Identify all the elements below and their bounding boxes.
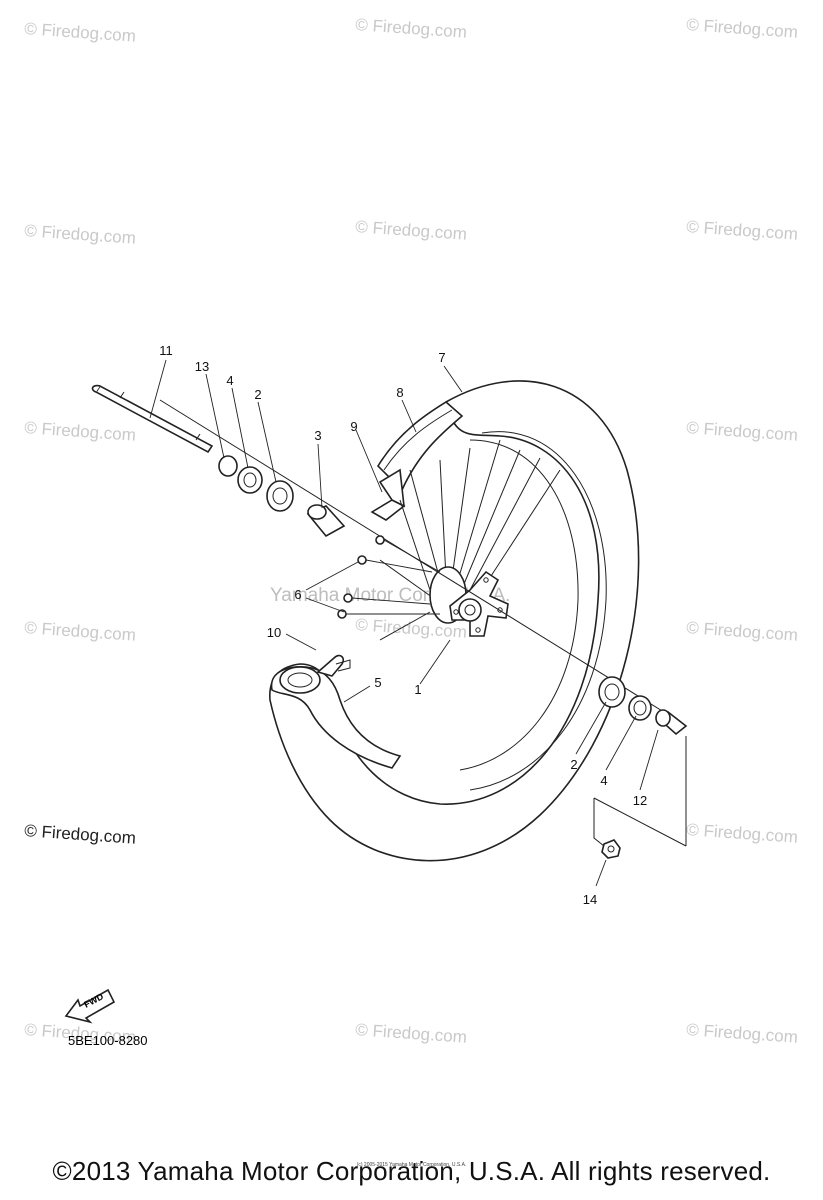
callout-6: 6 [294,587,301,602]
callout-4-left: 4 [226,373,233,388]
callout-1: 1 [414,682,421,697]
callout-2-left: 2 [254,387,261,402]
part-13-collar [218,455,238,477]
part-10-valve [279,654,351,694]
callout-11: 11 [159,343,173,358]
callout-9: 9 [350,419,357,434]
watermark: © Firedog.com [686,15,799,42]
part-8-rim-band [376,401,464,492]
watermark: © Firedog.com [24,418,137,445]
watermark: © Firedog.com [24,221,137,248]
watermark: © Firedog.com [24,618,137,645]
callout-7: 7 [438,350,445,365]
copyright-footer: ©2013 Yamaha Motor Corporation, U.S.A. A… [52,1156,771,1186]
callout-13: 13 [195,359,209,374]
watermark-grid: © Firedog.com © Firedog.com © Firedog.co… [24,15,799,1047]
watermark: © Firedog.com [686,418,799,445]
part-12-collar [655,709,688,736]
watermark: © Firedog.com [686,820,799,847]
footer-small-print: (c) 2005-2015 Yamaha Motor Corporation, … [356,1162,467,1168]
part-1-hub [429,566,509,637]
watermark: © Firedog.com [24,19,137,46]
callout-2-right: 2 [570,757,577,772]
watermark: © Firedog.com [686,1020,799,1047]
callout-4-right: 4 [600,773,607,788]
diagram-code: 5BE100-8280 [68,1033,148,1048]
callout-3: 3 [314,428,321,443]
callout-leaders [149,359,659,887]
callout-labels: 11 13 4 2 3 9 8 7 6 10 5 1 2 4 12 14 [159,343,647,907]
part-9-rim-lock [370,468,406,521]
fwd-arrow-icon: FWD [64,988,116,1024]
watermark: © Firedog.com [355,217,468,244]
part-4-oil-seal-left [237,466,263,494]
callout-14: 14 [583,892,597,907]
watermark: © Firedog.com [686,217,799,244]
part-3-spacer [306,504,346,538]
callout-10: 10 [267,625,281,640]
callout-8: 8 [396,385,403,400]
part-14-nut [593,736,687,859]
part-11-axle [91,384,214,454]
watermark: © Firedog.com [355,15,468,42]
part-2-bearing-right [598,676,626,708]
callout-12: 12 [633,793,647,808]
part-2-bearing-left [266,480,294,512]
watermark: © Firedog.com [686,618,799,645]
watermark: © Firedog.com [355,1020,468,1047]
callout-5: 5 [374,675,381,690]
corner-watermark: © Firedog.com [24,821,137,848]
part-4-oil-seal-right [628,695,652,721]
